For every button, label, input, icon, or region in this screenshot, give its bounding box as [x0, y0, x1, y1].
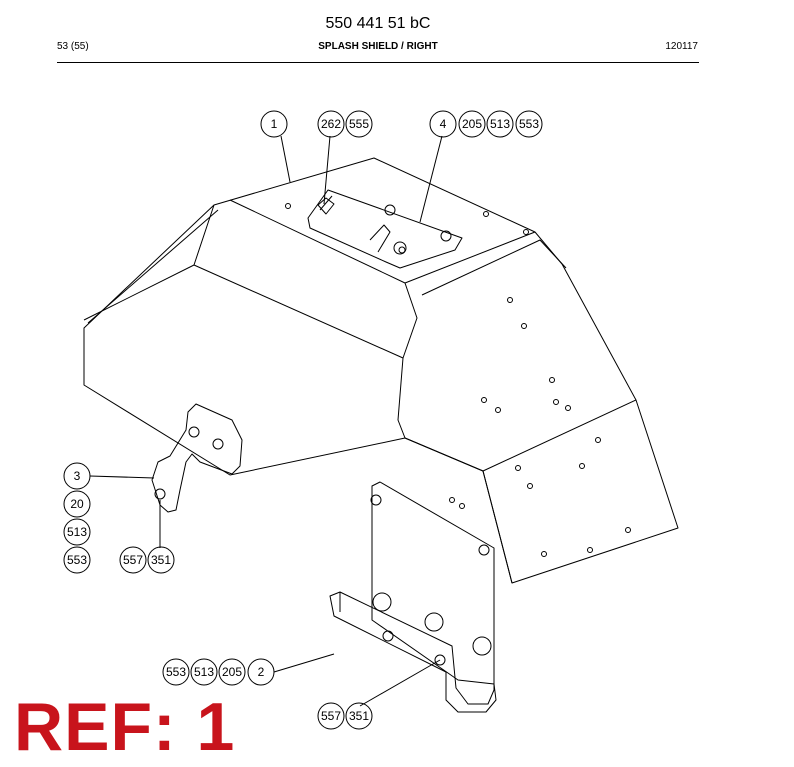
- callout-557-b: 557: [321, 709, 341, 723]
- header-rule: [57, 62, 699, 63]
- callout-513-c: 513: [194, 665, 214, 679]
- callout-circle-205: [458, 110, 486, 138]
- callout-circle-351-b: [345, 702, 373, 730]
- mounting-plate: [370, 481, 495, 685]
- callout-circle-351-a: [147, 546, 175, 574]
- callout-labels: 1 262 555 4 205 513 553 3 20 513 553 557…: [67, 117, 539, 723]
- callout-circle-557-a: [119, 546, 147, 574]
- callout-557-a: 557: [123, 553, 143, 567]
- callout-circle-262: [317, 110, 345, 138]
- callout-circle-513: [486, 110, 514, 138]
- callout-circle-3: [63, 462, 91, 490]
- callout-1: 1: [271, 117, 278, 131]
- callout-circle-2: [247, 658, 275, 686]
- document-date: 120117: [665, 41, 698, 52]
- callout-20: 20: [70, 497, 84, 511]
- callout-circle-1: [260, 110, 288, 138]
- callout-circle-513-c: [190, 658, 218, 686]
- callout-351-a: 351: [151, 553, 171, 567]
- callout-513-b: 513: [67, 525, 87, 539]
- document-number: 550 441 51 bC: [325, 15, 431, 32]
- callout-circle-553-b: [63, 546, 91, 574]
- callout-553-c: 553: [166, 665, 186, 679]
- callout-circle-4: [429, 110, 457, 138]
- callout-4: 4: [440, 117, 447, 131]
- ref-label: REF: 1: [14, 689, 236, 765]
- callout-2: 2: [258, 665, 265, 679]
- callout-circle-555: [345, 110, 373, 138]
- page-title: SPLASH SHIELD / RIGHT: [318, 41, 438, 52]
- top-bracket: [307, 189, 463, 269]
- left-bracket: [151, 403, 243, 513]
- callout-circle-553: [515, 110, 543, 138]
- callout-circle-513-b: [63, 518, 91, 546]
- callout-205-c: 205: [222, 665, 242, 679]
- leader-lines: [89, 135, 443, 707]
- callout-3: 3: [74, 469, 81, 483]
- callout-553-b: 553: [67, 553, 87, 567]
- callout-205: 205: [462, 117, 482, 131]
- callout-513: 513: [490, 117, 510, 131]
- page-number: 53 (55): [57, 41, 89, 52]
- callout-262: 262: [321, 117, 341, 131]
- callout-555: 555: [349, 117, 369, 131]
- splash-shield-body: [83, 157, 679, 584]
- callout-circle-20: [63, 490, 91, 518]
- callout-553: 553: [519, 117, 539, 131]
- body-holes: [285, 203, 631, 557]
- callout-circle-205-c: [218, 658, 246, 686]
- lower-bracket: [329, 591, 497, 713]
- callout-circles: [63, 110, 543, 730]
- callout-circle-557-b: [317, 702, 345, 730]
- callout-351-b: 351: [349, 709, 369, 723]
- callout-circle-553-c: [162, 658, 190, 686]
